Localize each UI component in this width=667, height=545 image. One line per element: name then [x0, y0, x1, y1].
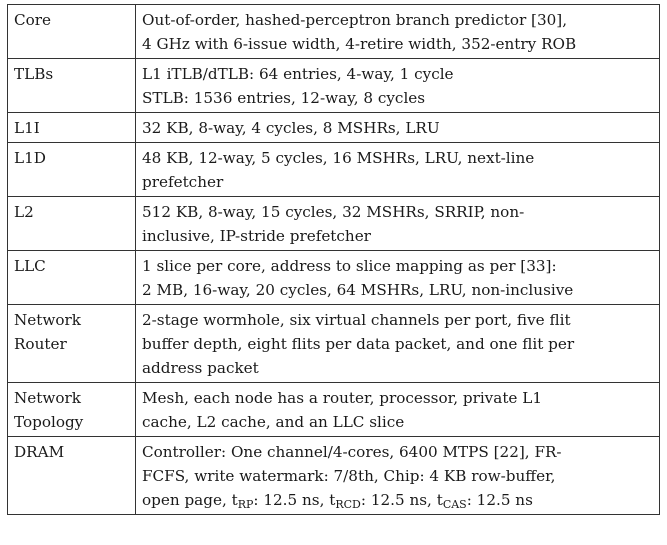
desc-line: Out-of-order, hashed-perceptron branch p…: [142, 11, 568, 29]
param-cell: L1D: [7, 142, 136, 197]
dram-timing-line: open page, tRP: 12.5 ns, tRCD: 12.5 ns, …: [142, 488, 653, 512]
table-row-tlbs: TLBs L1 iTLB/dTLB: 64 entries, 4-way, 1 …: [7, 58, 660, 113]
param-label: LLC: [14, 257, 46, 275]
desc-line: 2 MB, 16-way, 20 cycles, 64 MSHRs, LRU, …: [142, 281, 574, 299]
desc-cell: L1 iTLB/dTLB: 64 entries, 4-way, 1 cycle…: [135, 58, 660, 113]
desc-line: inclusive, IP-stride prefetcher: [142, 227, 371, 245]
param-cell: LLC: [7, 250, 136, 305]
table-row-dram: DRAM Controller: One channel/4-cores, 64…: [7, 436, 660, 515]
desc-cell: 48 KB, 12-way, 5 cycles, 16 MSHRs, LRU, …: [135, 142, 660, 197]
desc-line: FCFS, write watermark: 7/8th, Chip: 4 KB…: [142, 467, 556, 485]
trcd-value: : 12.5 ns, t: [360, 491, 443, 509]
param-cell: Network Router: [7, 304, 136, 383]
desc-line: 1 slice per core, address to slice mappi…: [142, 257, 557, 275]
desc-line: 32 KB, 8-way, 4 cycles, 8 MSHRs, LRU: [142, 119, 440, 137]
param-label: TLBs: [14, 65, 54, 83]
param-label: Core: [14, 11, 52, 29]
param-label: L1D: [14, 149, 46, 167]
param-cell: Core: [7, 4, 136, 59]
desc-cell: Mesh, each node has a router, processor,…: [135, 382, 660, 437]
desc-cell: 2-stage wormhole, six virtual channels p…: [135, 304, 660, 383]
desc-line: Controller: One channel/4-cores, 6400 MT…: [142, 443, 562, 461]
param-cell: L1I: [7, 112, 136, 143]
desc-cell: 32 KB, 8-way, 4 cycles, 8 MSHRs, LRU: [135, 112, 660, 143]
param-label: Topology: [14, 413, 84, 431]
desc-line: cache, L2 cache, and an LLC slice: [142, 413, 405, 431]
desc-line: buffer depth, eight flits per data packe…: [142, 335, 575, 353]
param-cell: L2: [7, 196, 136, 251]
desc-line: 4 GHz with 6-issue width, 4-retire width…: [142, 35, 577, 53]
desc-line: address packet: [142, 359, 259, 377]
table-row-l1i: L1I 32 KB, 8-way, 4 cycles, 8 MSHRs, LRU: [7, 112, 660, 143]
trp-subscript: RP: [237, 498, 254, 511]
desc-line: 512 KB, 8-way, 15 cycles, 32 MSHRs, SRRI…: [142, 203, 525, 221]
desc-line: STLB: 1536 entries, 12-way, 8 cycles: [142, 89, 426, 107]
tcas-value: : 12.5 ns: [466, 491, 533, 509]
desc-line: Mesh, each node has a router, processor,…: [142, 389, 542, 407]
desc-line: prefetcher: [142, 173, 224, 191]
param-label: L2: [14, 203, 34, 221]
param-cell: Network Topology: [7, 382, 136, 437]
table-row-core: Core Out-of-order, hashed-perceptron bra…: [7, 4, 660, 59]
desc-cell: 1 slice per core, address to slice mappi…: [135, 250, 660, 305]
tcas-subscript: CAS: [442, 498, 467, 511]
table-row-network-router: Network Router 2-stage wormhole, six vir…: [7, 304, 660, 383]
param-label: DRAM: [14, 443, 65, 461]
table-row-l1d: L1D 48 KB, 12-way, 5 cycles, 16 MSHRs, L…: [7, 142, 660, 197]
timing-prefix: open page, t: [142, 491, 238, 509]
param-label: Router: [14, 335, 67, 353]
trcd-subscript: RCD: [335, 498, 361, 511]
desc-line: L1 iTLB/dTLB: 64 entries, 4-way, 1 cycle: [142, 65, 454, 83]
param-cell: TLBs: [7, 58, 136, 113]
param-cell: DRAM: [7, 436, 136, 515]
table-row-llc: LLC 1 slice per core, address to slice m…: [7, 250, 660, 305]
table-row-l2: L2 512 KB, 8-way, 15 cycles, 32 MSHRs, S…: [7, 196, 660, 251]
desc-cell: Out-of-order, hashed-perceptron branch p…: [135, 4, 660, 59]
desc-cell: Controller: One channel/4-cores, 6400 MT…: [135, 436, 660, 515]
desc-line: 48 KB, 12-way, 5 cycles, 16 MSHRs, LRU, …: [142, 149, 535, 167]
trp-value: : 12.5 ns, t: [253, 491, 336, 509]
table-row-network-topology: Network Topology Mesh, each node has a r…: [7, 382, 660, 437]
desc-line: 2-stage wormhole, six virtual channels p…: [142, 311, 571, 329]
param-label: Network: [14, 389, 81, 407]
param-label: L1I: [14, 119, 40, 137]
param-label: Network: [14, 311, 81, 329]
desc-cell: 512 KB, 8-way, 15 cycles, 32 MSHRs, SRRI…: [135, 196, 660, 251]
config-table: Core Out-of-order, hashed-perceptron bra…: [7, 4, 660, 515]
